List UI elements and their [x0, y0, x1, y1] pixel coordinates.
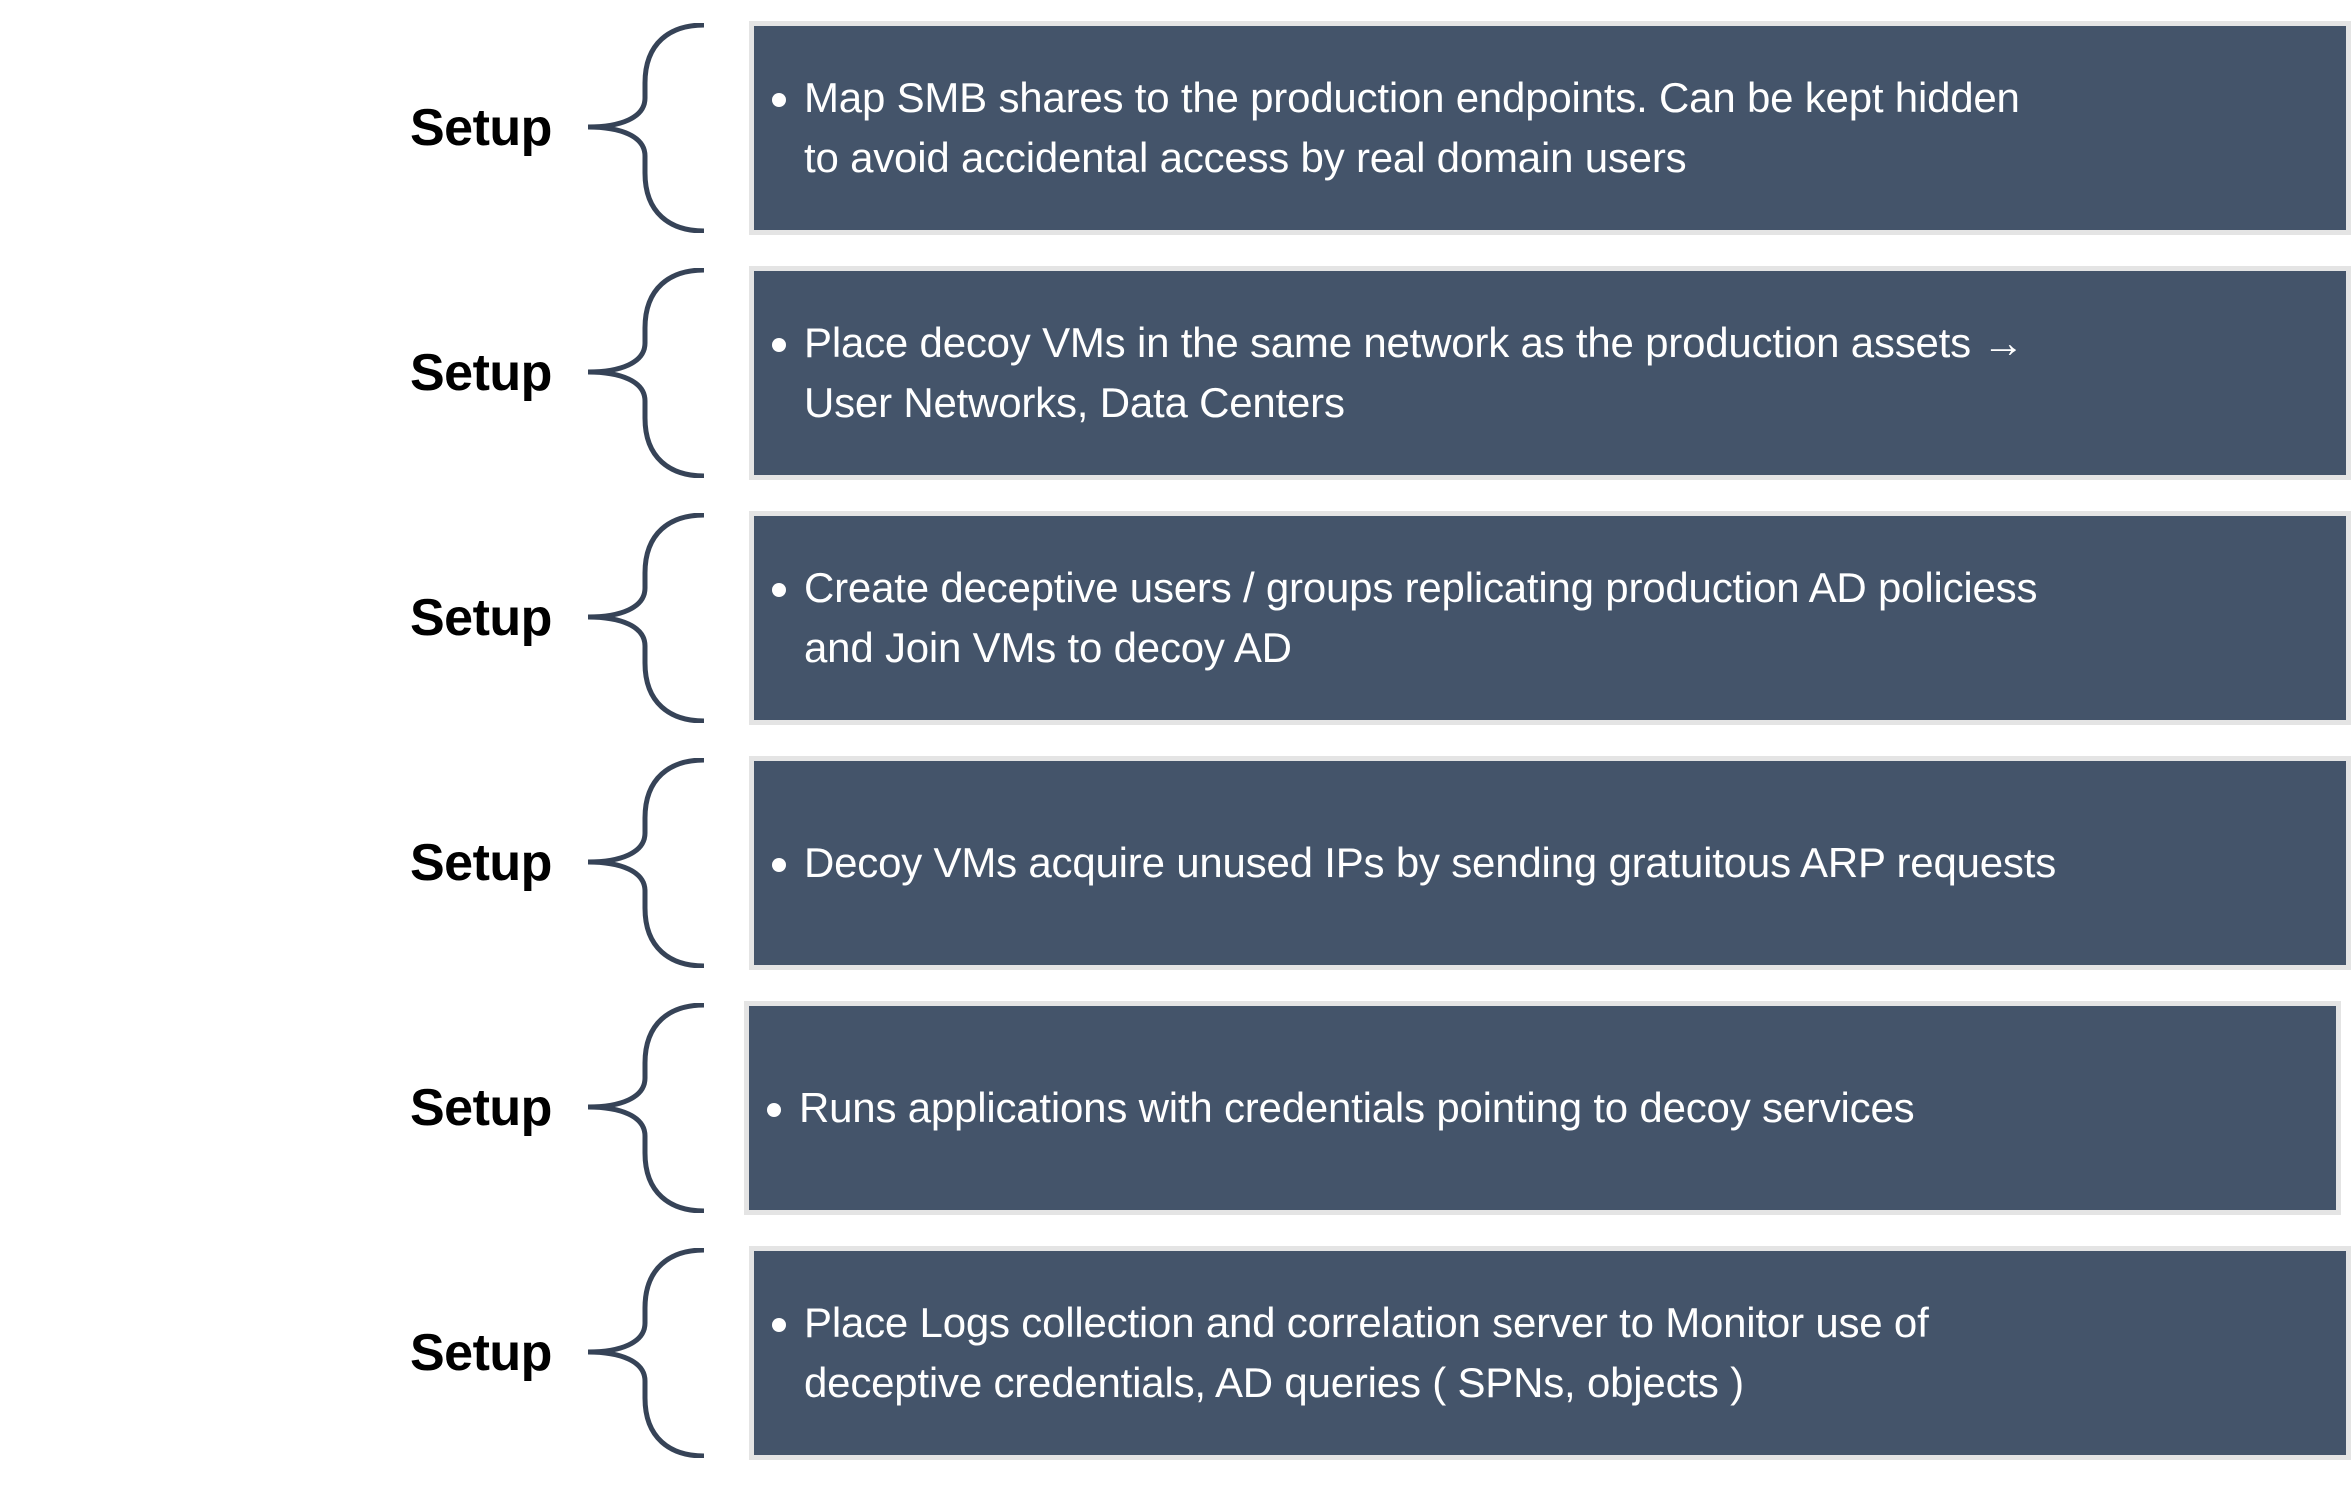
- setup-row-6: Setup Place Logs collection and correlat…: [0, 1246, 2351, 1493]
- setup-row-4: Setup Decoy VMs acquire unused IPs by se…: [0, 756, 2351, 1003]
- step-text-line: to avoid accidental access by real domai…: [804, 134, 1687, 181]
- step-text-line: Runs applications with credentials point…: [799, 1084, 1915, 1131]
- bullet-dot-icon: [772, 583, 786, 597]
- setup-row-1: Setup Map SMB shares to the production e…: [0, 21, 2351, 268]
- setup-step-box: Place decoy VMs in the same network as t…: [749, 266, 2351, 480]
- setup-label: Setup: [410, 344, 552, 402]
- setup-step-box: Create deceptive users / groups replicat…: [749, 511, 2351, 725]
- curly-brace-icon: [587, 1003, 705, 1213]
- setup-step-box: Map SMB shares to the production endpoin…: [749, 21, 2351, 235]
- step-text: Place decoy VMs in the same network as t…: [804, 313, 2024, 433]
- curly-brace-icon: [587, 1248, 705, 1458]
- step-text: Runs applications with credentials point…: [799, 1078, 1915, 1138]
- step-text-line: Decoy VMs acquire unused IPs by sending …: [804, 839, 2056, 886]
- step-text-line: deceptive credentials, AD queries ( SPNs…: [804, 1359, 1744, 1406]
- bullet-dot-icon: [772, 858, 786, 872]
- setup-row-2: Setup Place decoy VMs in the same networ…: [0, 266, 2351, 513]
- bullet-dot-icon: [772, 93, 786, 107]
- setup-label: Setup: [410, 834, 552, 892]
- setup-step-box: Decoy VMs acquire unused IPs by sending …: [749, 756, 2351, 970]
- curly-brace-icon: [587, 758, 705, 968]
- setup-label: Setup: [410, 99, 552, 157]
- step-text-line: Place decoy VMs in the same network as t…: [804, 319, 2025, 366]
- curly-brace-icon: [587, 23, 705, 233]
- bullet-dot-icon: [772, 338, 786, 352]
- curly-brace-icon: [587, 513, 705, 723]
- curly-brace-icon: [587, 268, 705, 478]
- setup-row-3: Setup Create deceptive users / groups re…: [0, 511, 2351, 758]
- step-text: Map SMB shares to the production endpoin…: [804, 68, 2020, 188]
- step-text-line: User Networks, Data Centers: [804, 379, 1345, 426]
- setup-label: Setup: [410, 1079, 552, 1137]
- setup-label: Setup: [410, 1324, 552, 1382]
- step-text: Create deceptive users / groups replicat…: [804, 558, 2037, 678]
- step-text-line: Map SMB shares to the production endpoin…: [804, 74, 2020, 121]
- setup-step-box: Runs applications with credentials point…: [744, 1001, 2341, 1215]
- setup-step-box: Place Logs collection and correlation se…: [749, 1246, 2351, 1460]
- bullet-dot-icon: [767, 1103, 781, 1117]
- step-text-line: Place Logs collection and correlation se…: [804, 1299, 1929, 1346]
- bullet-dot-icon: [772, 1318, 786, 1332]
- step-text: Place Logs collection and correlation se…: [804, 1293, 1929, 1413]
- step-text: Decoy VMs acquire unused IPs by sending …: [804, 833, 2056, 893]
- setup-row-5: Setup Runs applications with credentials…: [0, 1001, 2351, 1248]
- step-text-line: Create deceptive users / groups replicat…: [804, 564, 2038, 611]
- step-text-line: and Join VMs to decoy AD: [804, 624, 1292, 671]
- setup-label: Setup: [410, 589, 552, 647]
